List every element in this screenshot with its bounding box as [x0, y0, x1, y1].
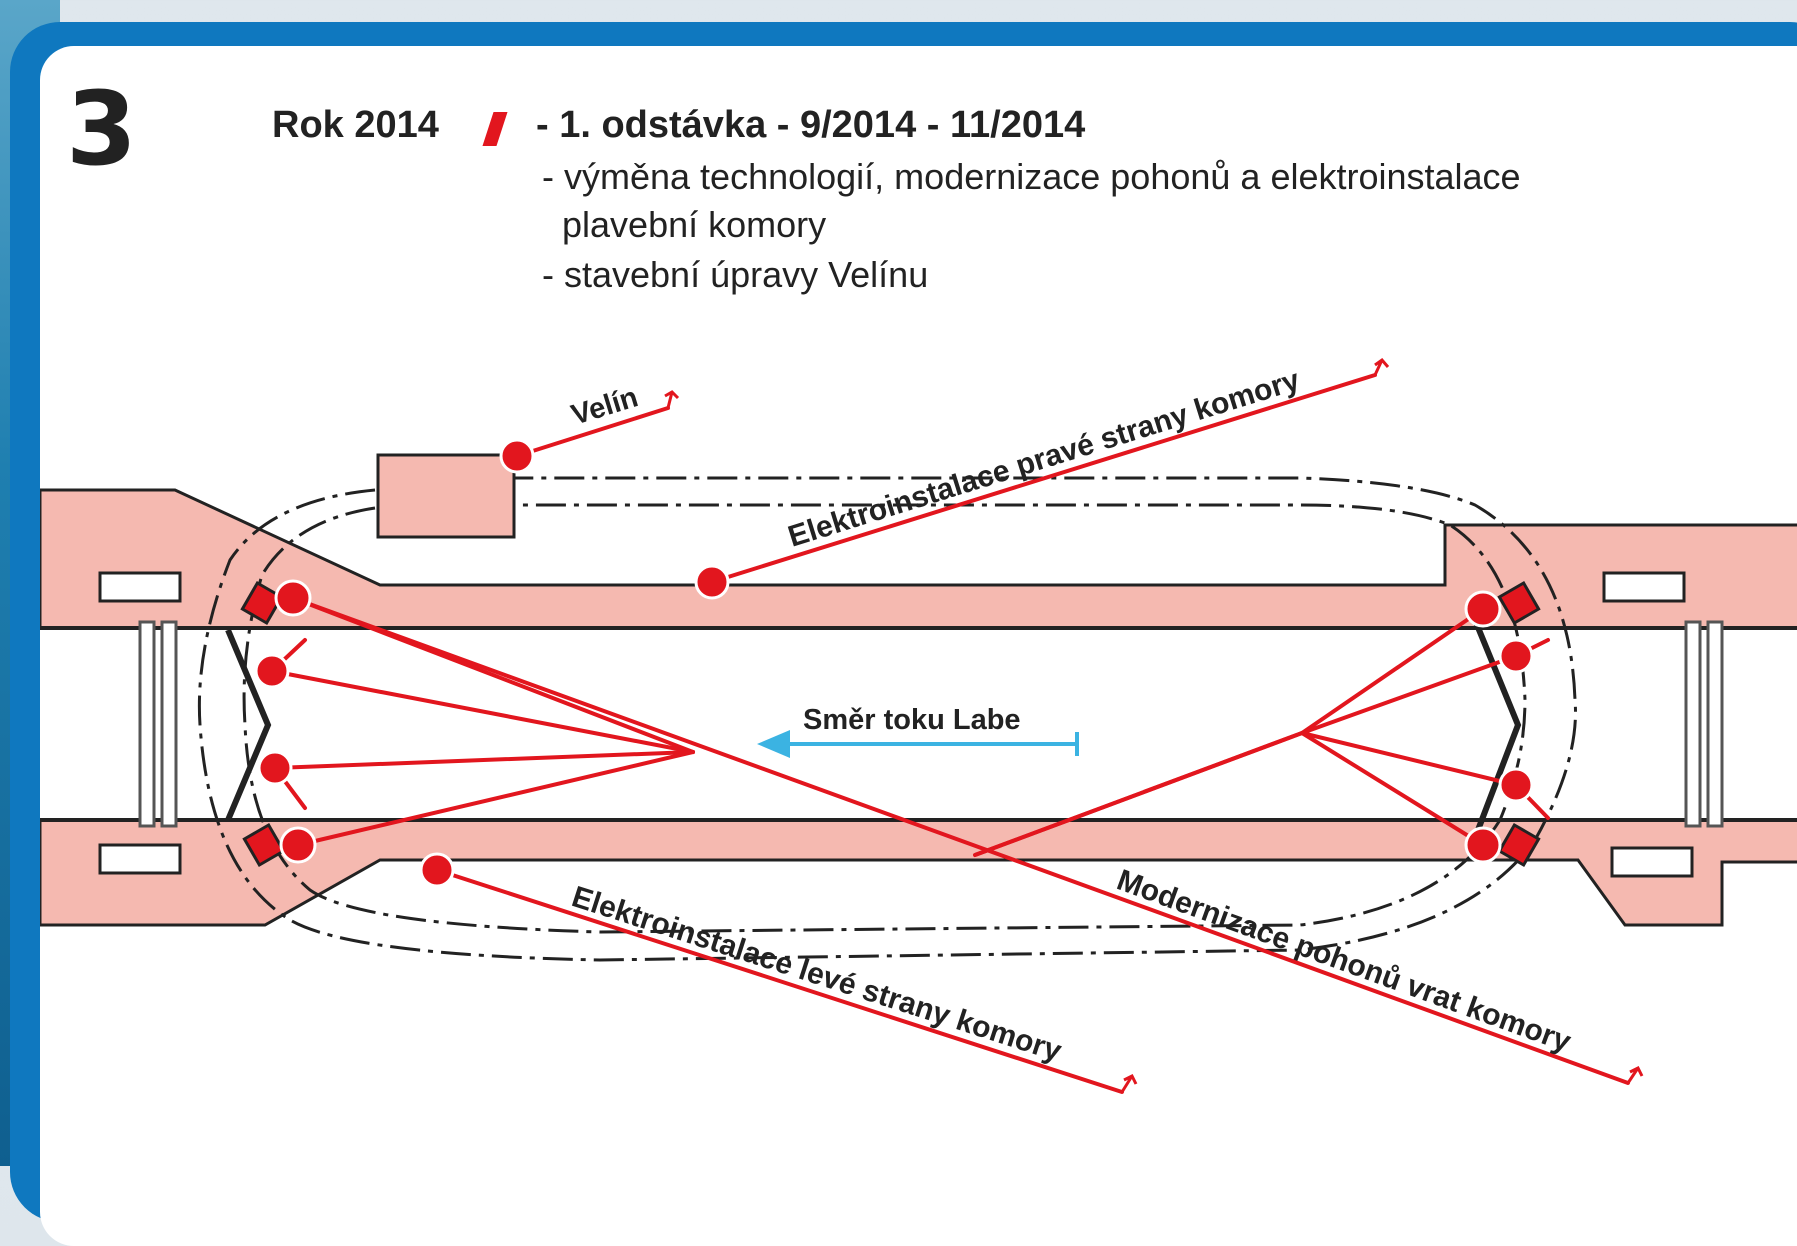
- callout-arrow-heads: [664, 357, 1644, 1093]
- flow-arrow: [757, 730, 1079, 758]
- wall-niche: [1610, 846, 1694, 878]
- bullet-technology-cont: plavební komory: [562, 204, 827, 245]
- panel-number: 3: [66, 70, 137, 189]
- bullet-velin: - stavební úpravy Velínu: [542, 254, 929, 295]
- lower-wall: [40, 818, 1797, 927]
- velin-building: [376, 453, 516, 539]
- label-left-side: Elektroinstalace levé strany komory: [568, 880, 1066, 1068]
- label-velin: Velín: [568, 381, 642, 431]
- left-gate: [225, 628, 272, 822]
- bullet-technology: - výměna technologií, modernizace pohonů…: [542, 156, 1521, 197]
- label-flow: Směr toku Labe: [803, 704, 1021, 736]
- label-gates: Modernizace pohonů vrat komory: [1113, 864, 1576, 1059]
- right-gate: [1472, 618, 1522, 832]
- gate-drive-boxes: [240, 580, 1541, 868]
- wall-niche: [98, 843, 182, 875]
- lock-diagram: Velín Elektroinstalace pravé strany komo…: [40, 357, 1797, 1094]
- wall-niche: [1602, 571, 1686, 603]
- callout-dots: [254, 438, 1534, 888]
- wall-niche: [98, 571, 182, 603]
- cable-routes: [197, 476, 1577, 962]
- year-label: Rok 2014: [272, 104, 439, 146]
- label-right-side: Elektroinstalace pravé strany komory: [784, 363, 1304, 553]
- right-grate: [1684, 620, 1724, 828]
- left-grate: [138, 620, 178, 828]
- outage-title: - 1. odstávka - 9/2014 - 11/2014: [536, 104, 1086, 146]
